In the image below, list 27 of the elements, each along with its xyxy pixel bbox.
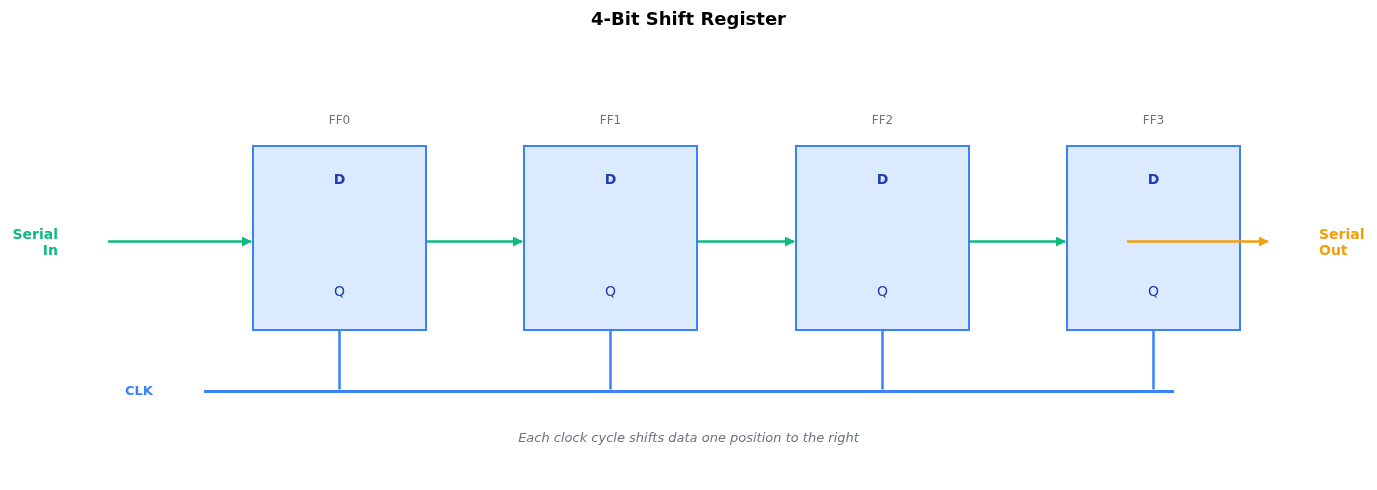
arrow bbox=[108, 236, 252, 247]
pin-label: D bbox=[875, 171, 890, 187]
flip-flop-name: FF0 bbox=[327, 113, 352, 127]
clock-line bbox=[881, 331, 884, 390]
arrow bbox=[970, 236, 1066, 247]
flip-flop-name: FF1 bbox=[598, 113, 623, 127]
pin-label: Q bbox=[333, 283, 346, 299]
clock-line bbox=[609, 331, 612, 390]
pin-label: D bbox=[603, 171, 618, 187]
pin-label: D bbox=[332, 171, 347, 187]
clock-line bbox=[338, 331, 341, 390]
caption: Each clock cycle shifts data one position to the right bbox=[517, 430, 860, 445]
flip-flop-name: FF3 bbox=[1141, 113, 1166, 127]
pin-label: Q bbox=[1147, 283, 1160, 299]
output-label: Serial Out bbox=[1319, 226, 1377, 258]
arrow bbox=[1127, 236, 1269, 247]
pin-label: Q bbox=[876, 283, 889, 299]
input-label: Serial In bbox=[0, 226, 58, 258]
diagram-title: 4-Bit Shift Register bbox=[590, 8, 787, 29]
pin-label: D bbox=[1146, 171, 1161, 187]
clock-bus-line bbox=[204, 389, 1174, 393]
bus-label: CLK bbox=[125, 383, 153, 398]
arrow bbox=[427, 236, 523, 247]
clock-line bbox=[1152, 331, 1155, 390]
arrow bbox=[698, 236, 795, 247]
flip-flop-name: FF2 bbox=[870, 113, 895, 127]
pin-label: Q bbox=[604, 283, 617, 299]
